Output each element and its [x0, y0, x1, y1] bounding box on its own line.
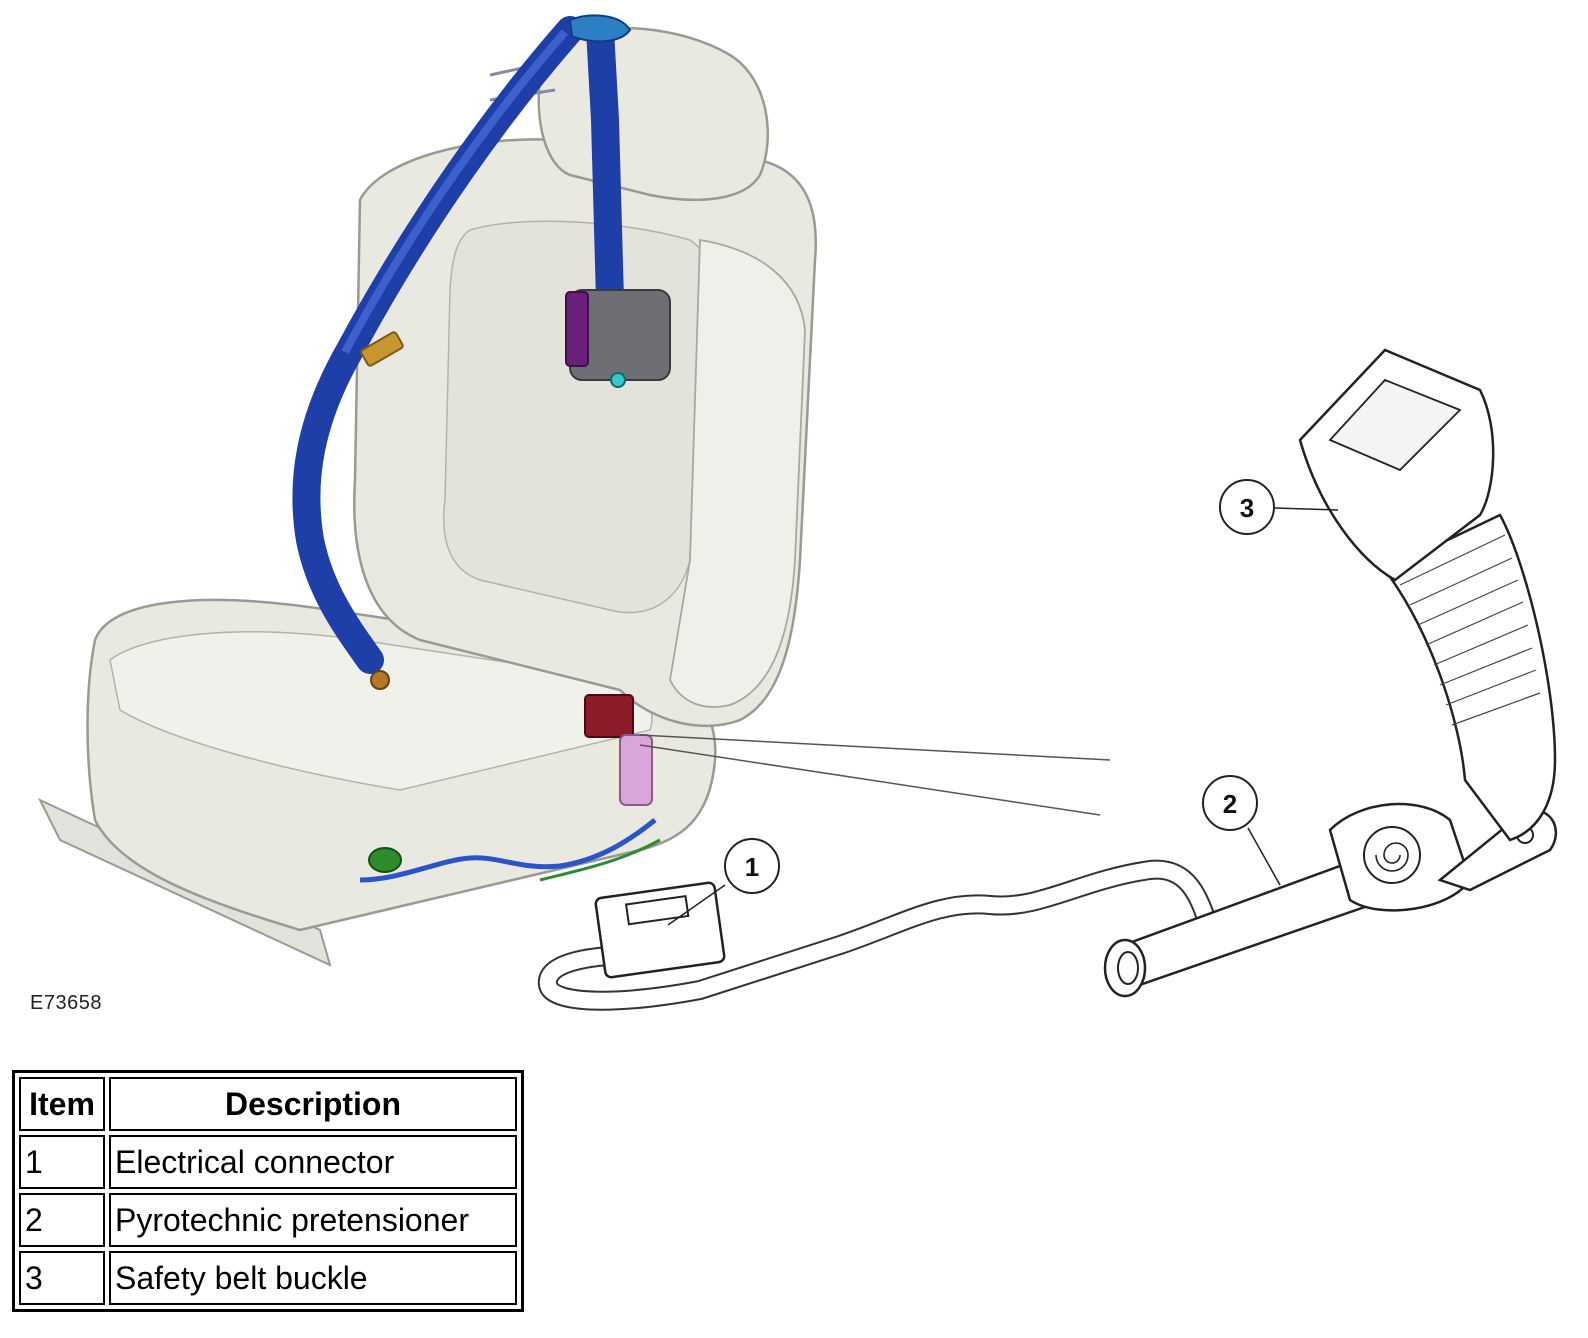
pretensioner-end-inner: [1117, 951, 1139, 985]
callout-2-leader: [1247, 827, 1281, 886]
callout-2-number: 2: [1223, 789, 1237, 819]
retractor-bracket: [565, 291, 589, 367]
electrical-connector: [594, 881, 726, 979]
seat-belt-webbing: [292, 14, 671, 690]
callout-3-circle: [1219, 479, 1275, 535]
legend-table-container: Item Description 1 Electrical connector …: [12, 1070, 524, 1312]
legend-item-number: 3: [19, 1251, 105, 1305]
callout-1-circle: [724, 838, 780, 894]
seat-backrest-panel: [443, 220, 717, 614]
legend-item-description: Pyrotechnic pretensioner: [109, 1193, 517, 1247]
callout-3-number: 3: [1240, 493, 1254, 523]
buckle-slot: [1328, 378, 1462, 472]
legend-header-row: Item Description: [19, 1077, 517, 1131]
legend-header-item: Item: [19, 1077, 105, 1131]
buckle-stalk: [1383, 513, 1557, 842]
seat-illustration: [37, 26, 817, 967]
belt-height-adjuster: [360, 331, 404, 367]
legend-item-description: Safety belt buckle: [109, 1251, 517, 1305]
callout-1: 1: [667, 838, 780, 926]
seat-wiring-harness-2: [539, 838, 661, 882]
table-row: 1 Electrical connector: [19, 1135, 517, 1189]
legend-header-description: Description: [109, 1077, 517, 1131]
leader-line-lower: [639, 744, 1101, 816]
buckle-detail: [537, 348, 1558, 1011]
shoulder-belt-shade: [341, 29, 569, 354]
callout-2-circle: [1202, 775, 1258, 831]
table-row: 2 Pyrotechnic pretensioner: [19, 1193, 517, 1247]
seat-buckle-red: [584, 694, 634, 738]
connector-latch: [624, 894, 690, 926]
belt-anchor: [370, 670, 390, 690]
seat-wiring-harness: [359, 818, 657, 883]
pretensioner-spiral-inner: [1375, 842, 1409, 872]
callout-3-leader: [1274, 507, 1339, 511]
seat-belt-diagram: 1 2 3: [37, 14, 1558, 1011]
belt-top-guide: [568, 14, 632, 43]
legend-table: Item Description 1 Electrical connector …: [12, 1070, 524, 1312]
harness-cable-inner: [539, 861, 1218, 1009]
figure-id-label: E73658: [30, 992, 102, 1014]
seat-side-bolster: [669, 238, 806, 708]
seat-buckle-assembly: [359, 694, 661, 883]
headrest: [537, 26, 769, 202]
legend-item-number: 2: [19, 1193, 105, 1247]
seat-module-green: [368, 847, 402, 873]
callout-1-number: 1: [745, 852, 759, 882]
leader-line-upper: [639, 734, 1111, 761]
seat-buckle-stalk: [619, 734, 653, 806]
pretensioner-spiral: [1363, 826, 1421, 884]
callout-3: 3: [1219, 479, 1339, 535]
legend-item-description: Electrical connector: [109, 1135, 517, 1189]
buckle-stalk-ribs: [1399, 534, 1541, 726]
retractor-sensor: [610, 372, 626, 388]
callout-1-leader: [667, 884, 726, 926]
vertical-belt: [586, 29, 624, 301]
legend-item-number: 1: [19, 1135, 105, 1189]
table-row: 3 Safety belt buckle: [19, 1251, 517, 1305]
callout-2: 2: [1202, 775, 1281, 886]
